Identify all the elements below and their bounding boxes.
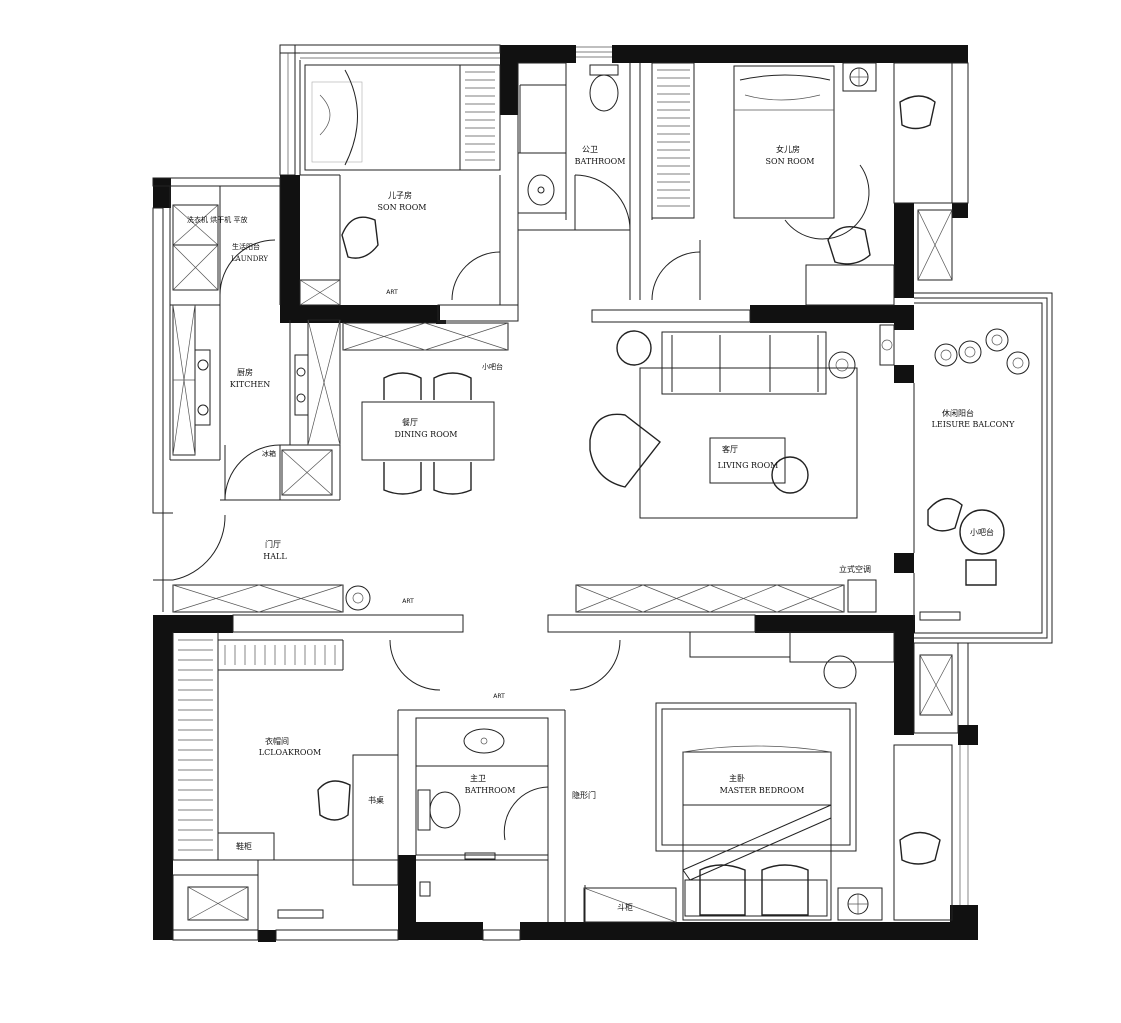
public-bath-en: BATHROOM — [575, 157, 626, 166]
hall-zh: 门厅 — [265, 539, 281, 549]
desk-label: 书桌 — [368, 795, 384, 805]
master-bedroom-furniture — [583, 655, 941, 923]
hall-furniture — [172, 514, 845, 691]
laundry-zh: 生活阳台 — [232, 242, 260, 251]
cloakroom-furniture — [178, 639, 351, 921]
ac-label: 立式空调 — [839, 564, 871, 574]
master-bed-zh: 主卧 — [729, 773, 745, 783]
cabinet-label: 鞋柜 — [236, 841, 252, 851]
partitions — [153, 46, 1053, 931]
son-room-en: SON ROOM — [378, 203, 427, 212]
kitchen-fixtures — [172, 204, 341, 501]
laundry-en: LAUNDRY — [231, 255, 268, 263]
public-bath-fixtures — [517, 62, 701, 301]
art-tag: ART — [402, 598, 414, 605]
daughter-room-furniture — [651, 62, 936, 306]
balcony-zh: 休闲阳台 — [942, 408, 974, 418]
master-bath-fixtures — [417, 728, 549, 897]
dining-furniture — [342, 322, 509, 495]
public-bath-zh: 公卫 — [582, 145, 598, 154]
hidden-door-label: 隐形门 — [572, 790, 596, 800]
kitchen-zh: 厨房 — [237, 367, 253, 377]
son-room-furniture — [299, 64, 501, 306]
laundry-note: 洗衣机 烘干机 平放 — [187, 215, 247, 224]
master-bed-en: MASTER BEDROOM — [720, 786, 805, 795]
balcony-en: LEISURE BALCONY — [932, 420, 1016, 429]
art-tag: ART — [386, 289, 398, 296]
room-labels: 儿子房 SON ROOM 公卫 BATHROOM 女儿房 SON ROOM 洗衣… — [187, 144, 1015, 912]
living-zh: 客厅 — [722, 444, 738, 454]
mini-bar-label: 小吧台 — [482, 362, 503, 371]
kitchen-en: KITCHEN — [230, 380, 270, 389]
tv-cabinet-label: 斗柜 — [617, 902, 633, 912]
son-room-zh: 儿子房 — [388, 190, 412, 200]
cloakroom-en: LCLOAKROOM — [259, 748, 321, 757]
living-en: LIVING ROOM — [718, 461, 779, 470]
daughter-room-en: SON ROOM — [766, 157, 815, 166]
daughter-room-zh: 女儿房 — [776, 144, 800, 154]
master-bath-zh: 主卫 — [470, 773, 486, 783]
balcony-bar-label: 小吧台 — [970, 527, 994, 537]
art-tag: ART — [493, 693, 505, 700]
living-furniture — [589, 324, 895, 519]
dining-zh: 餐厅 — [402, 418, 418, 427]
balcony-furniture — [847, 209, 1030, 716]
structural-walls — [152, 44, 978, 942]
dining-en: DINING ROOM — [395, 430, 458, 439]
master-bath-en: BATHROOM — [465, 786, 516, 795]
hall-en: HALL — [263, 552, 287, 561]
cloakroom-zh: 衣帽间 — [265, 736, 289, 746]
fridge-label: 冰箱 — [262, 449, 276, 458]
